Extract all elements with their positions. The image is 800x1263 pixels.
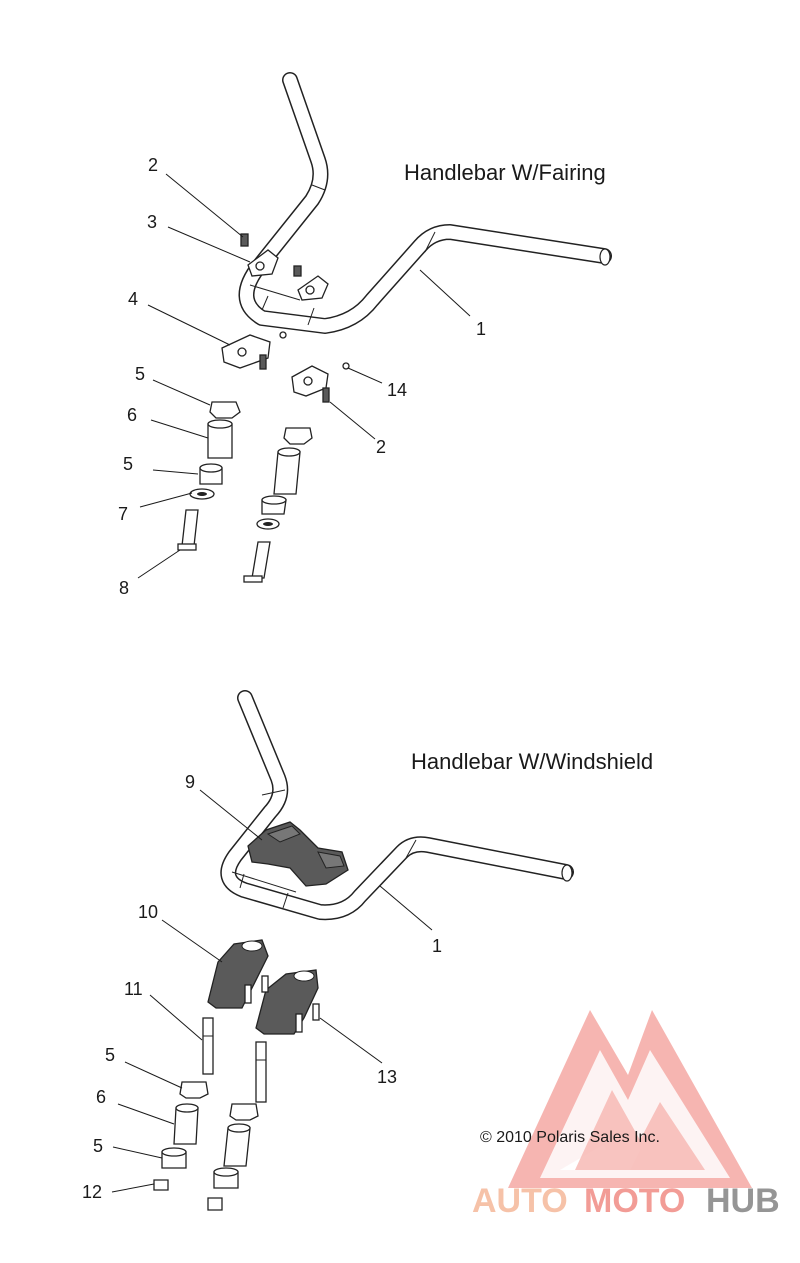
callout-6b: 6 (96, 1087, 106, 1107)
callout-2a: 2 (148, 155, 158, 175)
callout-14: 14 (387, 380, 407, 400)
callout-6a: 6 (127, 405, 137, 425)
callout-12: 12 (82, 1182, 102, 1202)
callout-5b: 5 (123, 454, 133, 474)
watermark-text: AUTO MOTO HUB (472, 1182, 780, 1220)
callout-1b: 1 (432, 936, 442, 956)
leader-lines-fairing (137, 173, 471, 579)
watermark-auto: AUTO (472, 1182, 568, 1220)
title-fairing: Handlebar W/Fairing (404, 160, 606, 185)
callout-3: 3 (147, 212, 157, 232)
callout-11: 11 (124, 979, 143, 999)
handlebar-fairing-illustration (177, 72, 612, 583)
callout-7: 7 (118, 504, 128, 524)
copyright-text: © 2010 Polaris Sales Inc. (480, 1129, 660, 1146)
callout-8: 8 (119, 578, 129, 598)
callout-1a: 1 (476, 319, 486, 339)
watermark-logo-icon (508, 1010, 752, 1188)
callout-5c: 5 (105, 1045, 115, 1065)
callout-10: 10 (138, 902, 158, 922)
title-windshield: Handlebar W/Windshield (411, 749, 653, 774)
watermark-hub: HUB (706, 1182, 780, 1220)
callout-5a: 5 (135, 364, 145, 384)
callouts-fairing: 2 3 4 5 6 5 7 8 1 14 2 (118, 155, 486, 598)
watermark-moto: MOTO (584, 1182, 685, 1220)
callout-9: 9 (185, 772, 195, 792)
callout-13: 13 (377, 1067, 397, 1087)
handlebar-windshield-illustration (153, 690, 574, 1211)
callout-4: 4 (128, 289, 138, 309)
leader-lines-windshield (111, 789, 433, 1193)
callouts-windshield: 9 10 11 5 6 5 12 1 13 (82, 772, 442, 1202)
callout-2b: 2 (376, 437, 386, 457)
callout-5d: 5 (93, 1136, 103, 1156)
